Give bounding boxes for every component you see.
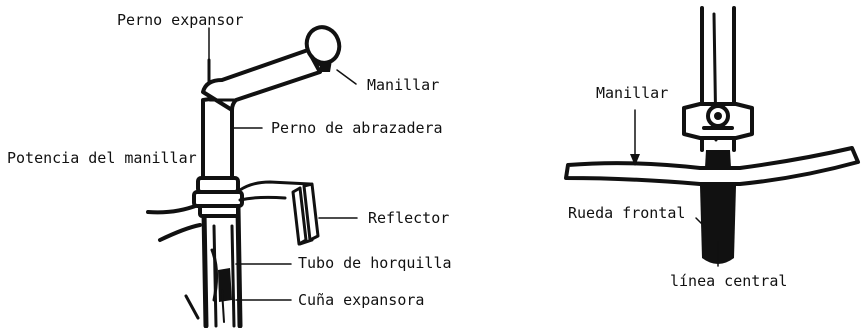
label-front-wheel: Rueda frontal	[568, 204, 685, 222]
front-wheel-leader	[695, 217, 707, 229]
reflector-drawing	[238, 180, 320, 246]
stem-extension	[201, 48, 322, 112]
stem-assembly-drawing	[146, 25, 342, 329]
handlebar-arrowhead	[630, 154, 640, 166]
label-expander-bolt: Perno expansor	[117, 11, 243, 29]
handlebar-bar-drawing	[564, 146, 860, 186]
headset-stack	[192, 176, 244, 218]
label-handlebar-left: Manillar	[367, 76, 439, 94]
label-reflector: Reflector	[368, 209, 449, 227]
handlebar-leader	[336, 69, 357, 85]
label-expander-wedge: Cuña expansora	[298, 291, 424, 309]
frame-head-tube	[146, 203, 243, 329]
label-handlebar-stem: Potencia del manillar	[7, 149, 197, 167]
fork-tube-drawing	[212, 224, 236, 328]
stem-top-drawing	[682, 102, 754, 140]
handlebar-clamp-end	[304, 25, 342, 72]
left-labels: Perno expansor Manillar Perno de abrazad…	[7, 11, 452, 309]
left-leader-lines	[208, 27, 358, 301]
label-handlebar-right: Manillar	[596, 84, 668, 102]
alignment-drawing	[564, 6, 860, 264]
right-labels: Manillar Rueda frontal línea central	[568, 84, 787, 290]
label-fork-tube: Tubo de horquilla	[298, 254, 452, 272]
right-leader-lines	[630, 109, 719, 267]
label-center-line: línea central	[670, 272, 787, 290]
label-clamp-bolt: Perno de abrazadera	[271, 119, 443, 137]
